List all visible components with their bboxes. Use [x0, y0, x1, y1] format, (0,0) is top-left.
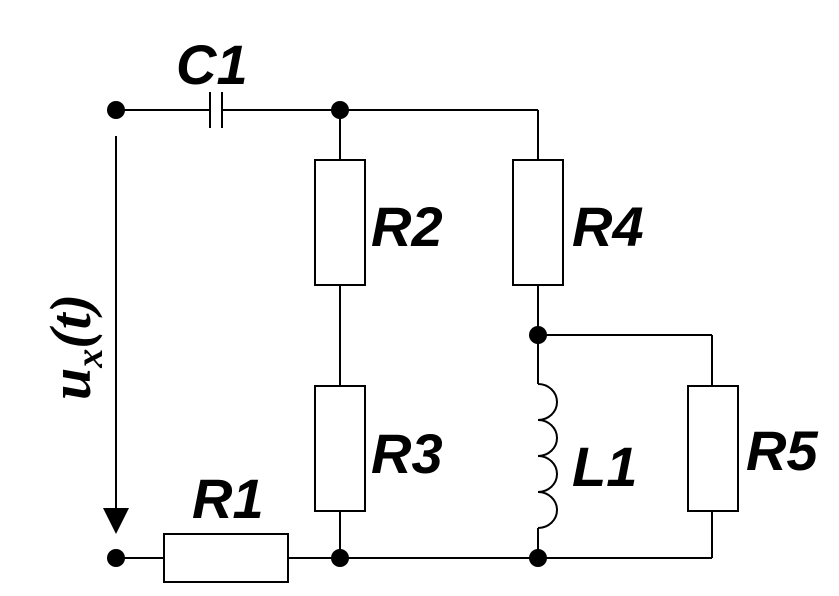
voltage-arrow-head	[103, 508, 129, 534]
label-voltage-arg: (t)	[38, 294, 103, 349]
resistor-r2	[314, 159, 366, 286]
resistor-r3	[314, 385, 366, 512]
label-voltage-main: u	[38, 368, 103, 400]
node-bottom-mid	[331, 549, 349, 567]
node-top-mid	[331, 101, 349, 119]
label-r1: R1	[192, 467, 264, 530]
label-voltage: ux(t)	[38, 294, 111, 400]
terminal-bottom-left	[107, 549, 125, 567]
label-r2: R2	[371, 195, 443, 258]
label-r5: R5	[746, 419, 818, 482]
node-right-mid	[529, 326, 547, 344]
resistor-r5	[687, 385, 739, 512]
capacitor-c1	[209, 92, 223, 128]
label-r3: R3	[371, 422, 443, 485]
label-voltage-sub: x	[69, 349, 111, 369]
resistor-r4	[512, 159, 564, 286]
terminal-top-left	[107, 101, 125, 119]
inductor-l1	[537, 383, 558, 529]
label-l1: L1	[572, 435, 637, 498]
resistor-r1	[163, 533, 289, 583]
node-bottom-right	[529, 549, 547, 567]
label-c1: C1	[176, 33, 248, 96]
label-r4: R4	[572, 195, 644, 258]
